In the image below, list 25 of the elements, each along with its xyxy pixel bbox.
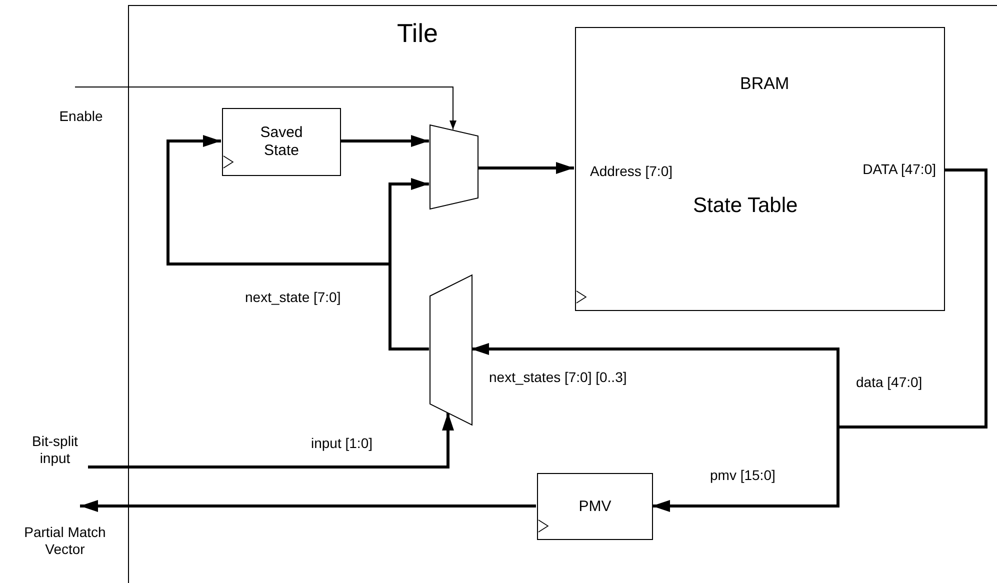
register-box — [222, 108, 341, 176]
port-label: DATA [47:0] — [862, 161, 936, 178]
signal-arrow — [652, 168, 988, 512]
register-box — [537, 473, 653, 540]
port-label: Address [7:0] — [590, 163, 672, 180]
signal-arrow — [80, 500, 536, 512]
register-label: Saved State — [259, 124, 304, 160]
signal-label: Enable — [59, 108, 103, 125]
edge-label: pmv [15:0] — [709, 467, 776, 483]
tile-boundary — [128, 5, 997, 583]
signal-label: Bit-split input — [31, 433, 79, 467]
register-box — [575, 27, 945, 311]
edge-label: next_states [7:0] [0..3] — [488, 369, 628, 385]
bus-label: data [47:0] — [855, 374, 924, 390]
edge-label: input [1:0] — [310, 435, 374, 451]
memory-label: State Table — [693, 193, 798, 218]
signal-arrow — [477, 162, 574, 174]
signal-arrow — [88, 412, 454, 468]
memory-title: BRAM — [740, 74, 790, 94]
edge-label: next_state [7:0] — [244, 289, 342, 305]
signal-arrow — [340, 135, 429, 147]
signal-label: Partial Match Vector — [23, 524, 107, 558]
tile-title: Tile — [397, 18, 438, 49]
signal-arrow — [74, 86, 456, 130]
register-label: PMV — [578, 498, 612, 516]
